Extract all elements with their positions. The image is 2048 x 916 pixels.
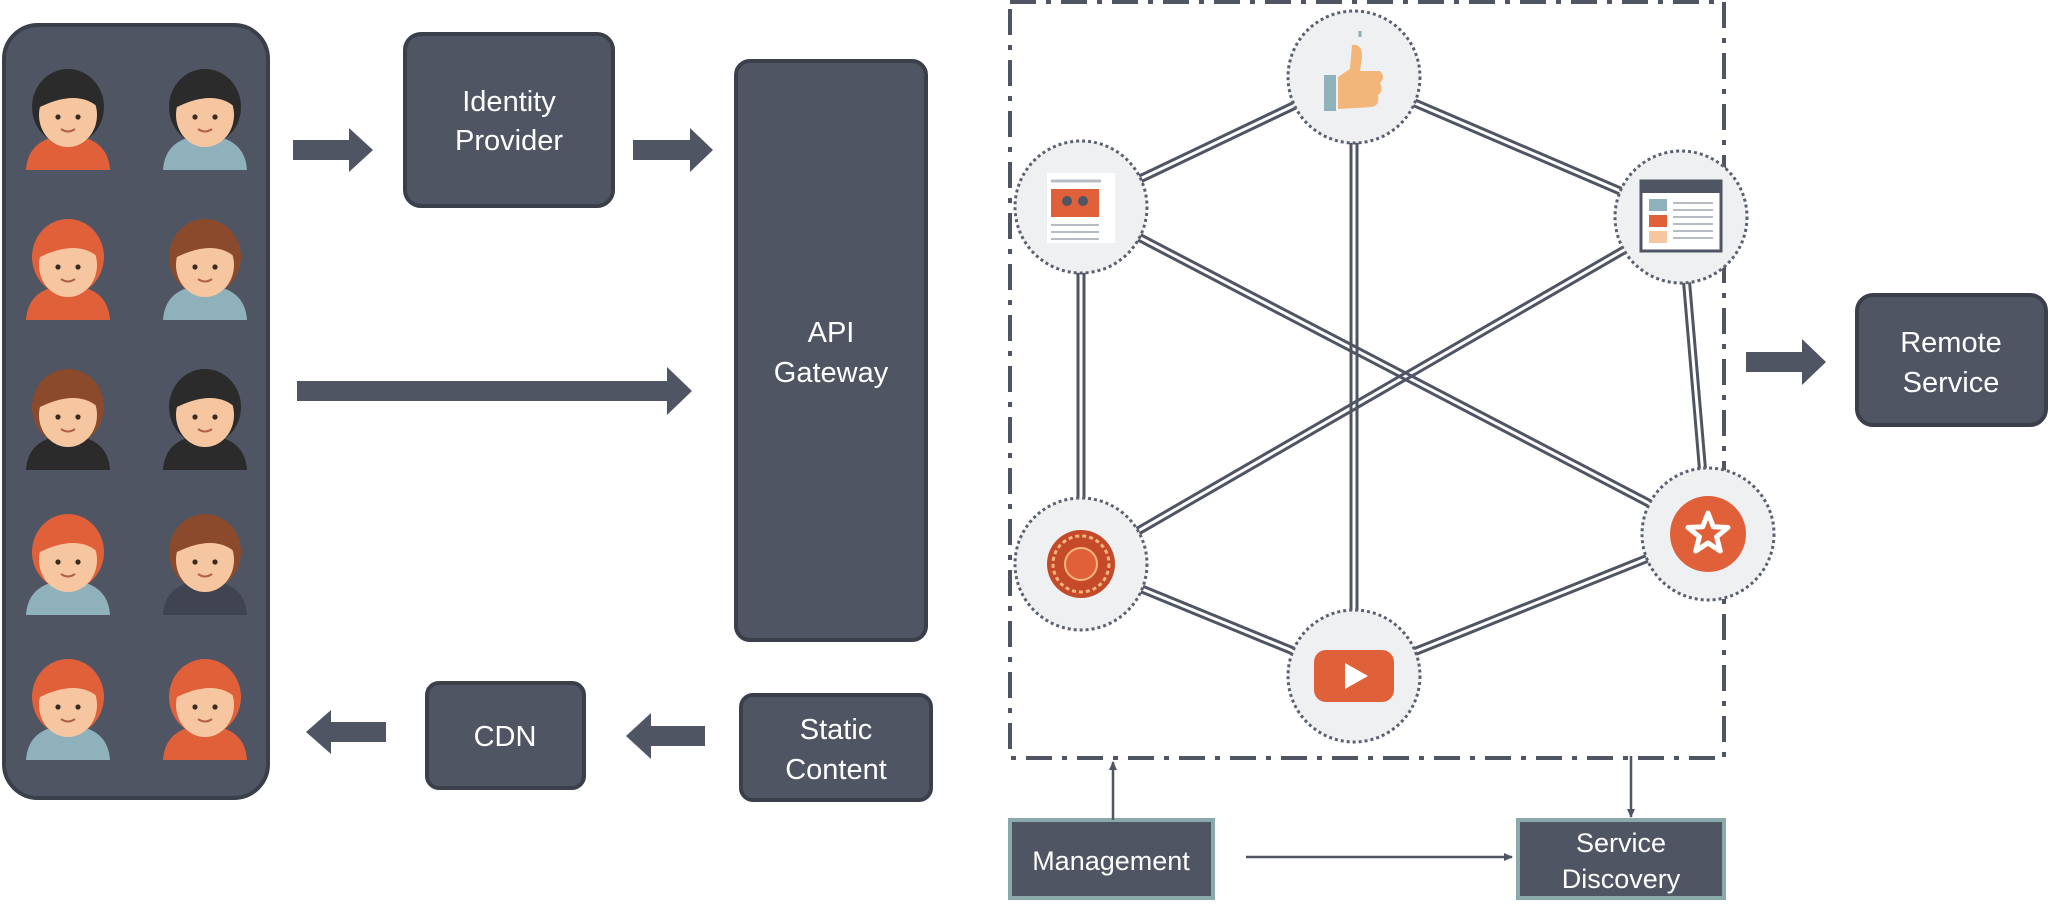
api-gateway-label-line1: API (808, 317, 855, 349)
api-gateway-box[interactable]: API Gateway (734, 59, 928, 642)
star-icon (1670, 496, 1746, 572)
user-man-beard-avatar (26, 369, 110, 470)
microservices-boundary (1008, 0, 1726, 760)
api-gateway-label-line2: Gateway (774, 357, 889, 389)
management-label: Management (1032, 846, 1190, 876)
service-mesh-connections (1076, 72, 1713, 681)
service-nodes (1013, 9, 1776, 744)
popular-badge-icon (1047, 530, 1115, 598)
service-article-node[interactable] (1013, 139, 1149, 275)
user-girl-5-avatar (163, 659, 247, 760)
user-boy-2-avatar (163, 219, 247, 320)
arrow-services-to-remote-service (1746, 339, 1826, 385)
user-girl-1-avatar (163, 69, 247, 170)
static-content-box[interactable]: Static Content (739, 693, 933, 802)
flow-arrows (293, 128, 1826, 759)
thumbs-up-icon (1324, 31, 1383, 111)
remote-service-box[interactable]: Remote Service (1855, 293, 2048, 427)
static-content-label-line2: Content (785, 754, 887, 786)
arrow-users-to-api-gateway (297, 367, 692, 415)
service-like-node[interactable] (1286, 9, 1422, 145)
service-discovery-box[interactable]: Service Discovery (1516, 818, 1726, 900)
user-boy-4-avatar (26, 659, 110, 760)
service-popular-node[interactable] (1013, 496, 1149, 632)
arrow-identity-provider-to-api-gateway (633, 128, 713, 172)
mesh-diagonal-2 (1078, 203, 1711, 538)
static-content-label-line1: Static (800, 714, 873, 746)
user-girl-3-avatar (163, 369, 247, 470)
service-discovery-label-line1: Service (1576, 828, 1666, 858)
arrow-users-to-identity-provider (293, 128, 373, 172)
arrow-cdn-to-users (306, 710, 386, 754)
user-girl-4-avatar (26, 514, 110, 615)
video-play-icon (1314, 650, 1394, 702)
service-favorite-node[interactable] (1640, 466, 1776, 602)
identity-provider-label-line1: Identity (462, 86, 556, 118)
identity-provider-label-line2: Provider (455, 125, 563, 157)
user-boy-3-avatar (163, 514, 247, 615)
arrow-static-content-to-cdn (626, 713, 705, 759)
mesh-diagonal-0 (1349, 77, 1359, 676)
cdn-box[interactable]: CDN (425, 681, 586, 790)
user-girl-2-avatar (26, 219, 110, 320)
service-video-node[interactable] (1286, 608, 1422, 744)
service-browser-node[interactable] (1613, 149, 1749, 285)
user-boy-1-avatar (26, 69, 110, 170)
article-icon (1047, 173, 1115, 243)
identity-provider-box[interactable]: Identity Provider (403, 32, 615, 208)
service-discovery-label-line2: Discovery (1562, 864, 1681, 894)
cdn-label: CDN (474, 721, 537, 753)
management-box[interactable]: Management (1008, 818, 1215, 900)
remote-service-label-line1: Remote (1900, 327, 2002, 359)
browser-window-icon (1639, 179, 1723, 253)
remote-service-label-line2: Service (1903, 367, 2000, 399)
user-avatar-grid (26, 69, 247, 760)
mesh-diagonal-1 (1078, 213, 1684, 568)
users-panel (2, 23, 270, 800)
